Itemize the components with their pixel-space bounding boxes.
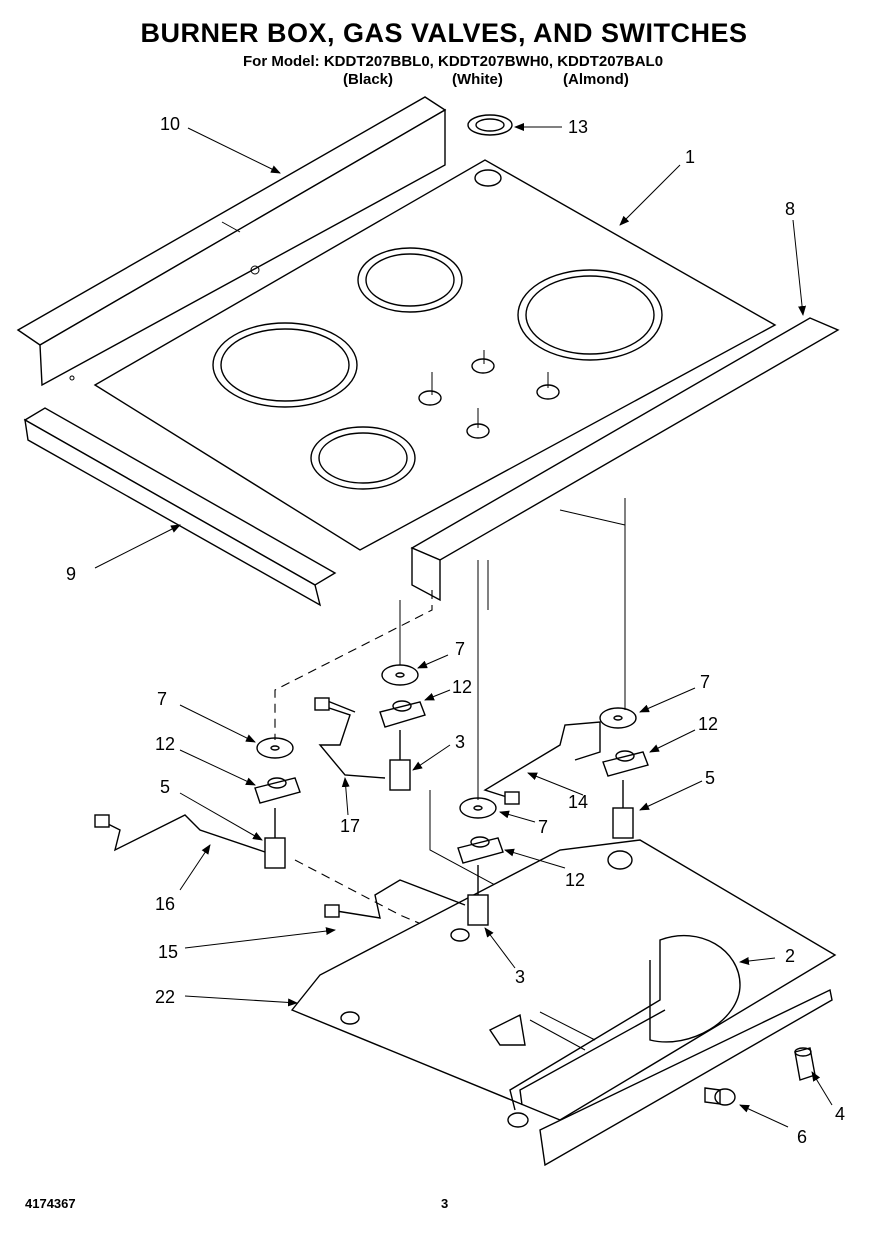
callout-12-right: 12 bbox=[698, 714, 718, 734]
fitting-part-6 bbox=[704, 1087, 736, 1106]
callout-9: 9 bbox=[66, 564, 76, 584]
front-channel-part-9 bbox=[23, 407, 337, 607]
model-prefix: For Model: bbox=[243, 53, 320, 70]
leader-lines bbox=[94, 123, 833, 1128]
callout-14: 14 bbox=[568, 792, 588, 812]
callout-17: 17 bbox=[340, 816, 360, 836]
callout-7-right: 7 bbox=[700, 672, 710, 692]
callout-2: 2 bbox=[785, 946, 795, 966]
part-number: 4174367 bbox=[25, 1196, 76, 1211]
page-number: 3 bbox=[441, 1196, 449, 1211]
model-numbers: KDDT207BBL0, KDDT207BWH0, KDDT207BAL0 bbox=[323, 53, 664, 70]
callout-7-center: 7 bbox=[538, 817, 548, 837]
oven-burner-part-2 bbox=[488, 934, 741, 1128]
callout-5-right: 5 bbox=[705, 768, 715, 788]
callout-4: 4 bbox=[835, 1104, 845, 1124]
callout-12-left: 12 bbox=[155, 734, 175, 754]
callout-5-left: 5 bbox=[160, 777, 170, 797]
callout-8: 8 bbox=[785, 199, 795, 219]
right-channel-part-8 bbox=[410, 317, 840, 602]
variant-black: (Black) bbox=[343, 71, 394, 88]
callout-7-left: 7 bbox=[157, 689, 167, 709]
variant-almond: (Almond) bbox=[563, 71, 629, 88]
callout-13: 13 bbox=[568, 117, 588, 137]
washers-part-7 bbox=[256, 664, 637, 819]
switches-part-12 bbox=[254, 700, 649, 864]
callout-10: 10 bbox=[160, 114, 180, 134]
burner-box-base-part-22 bbox=[290, 839, 837, 1167]
callout-7-upper: 7 bbox=[455, 639, 465, 659]
callout-3-lower: 3 bbox=[515, 967, 525, 987]
callout-16: 16 bbox=[155, 894, 175, 914]
rear-channel-part-10 bbox=[16, 96, 447, 387]
callout-6: 6 bbox=[797, 1127, 807, 1147]
gas-tubes-parts-14-15-16-17 bbox=[94, 697, 601, 919]
callout-1: 1 bbox=[685, 147, 695, 167]
fitting-part-4 bbox=[794, 1047, 816, 1081]
callout-22: 22 bbox=[155, 987, 175, 1007]
callout-12-upper: 12 bbox=[452, 677, 472, 697]
page-title: BURNER BOX, GAS VALVES, AND SWITCHES bbox=[140, 18, 748, 48]
grommet-part-13 bbox=[467, 114, 513, 136]
valves-parts-3-5 bbox=[264, 730, 634, 926]
callout-labels: 10 13 1 8 9 7 12 7 12 3 7 12 5 5 14 17 7… bbox=[66, 114, 845, 1147]
callout-15: 15 bbox=[158, 942, 178, 962]
model-line: For Model: KDDT207BBL0, KDDT207BWH0, KDD… bbox=[243, 53, 663, 70]
variant-white: (White) bbox=[452, 71, 503, 88]
callout-12-center: 12 bbox=[565, 870, 585, 890]
callout-3-upper: 3 bbox=[455, 732, 465, 752]
burner-box-top-part-1 bbox=[93, 159, 777, 551]
